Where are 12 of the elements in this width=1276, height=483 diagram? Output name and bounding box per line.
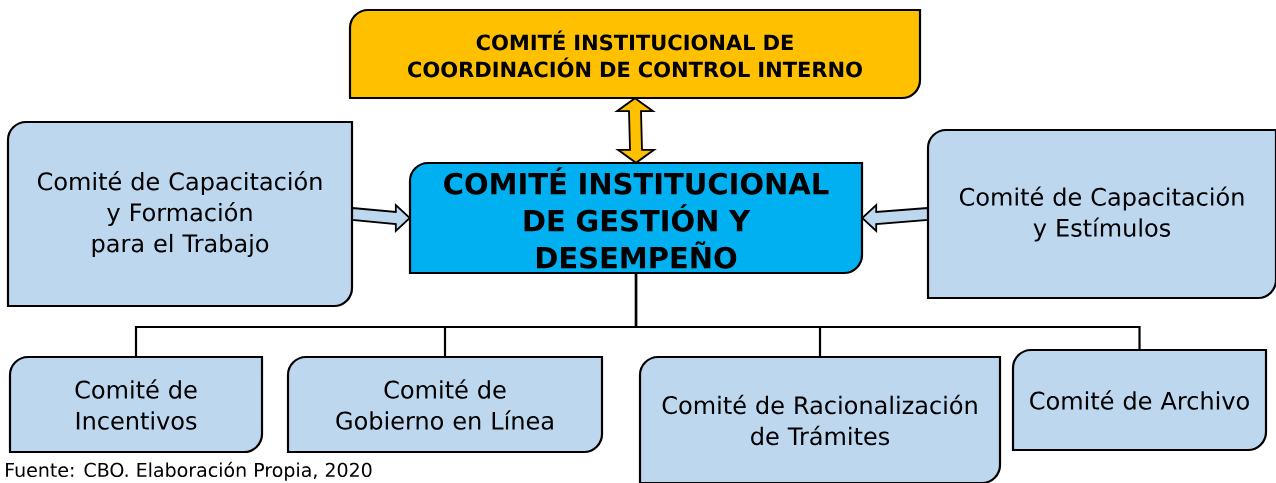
committee-box: Comité de Gobierno en Línea bbox=[286, 355, 604, 454]
block-arrow bbox=[351, 202, 412, 234]
committee-header-box: COMITÉ INSTITUCIONAL DE COORDINACIÓN DE CONTROL INTERNO bbox=[348, 8, 922, 100]
committee-header-box: COMITÉ INSTITUCIONAL DE GESTIÓN Y DESEMPEÑO bbox=[408, 161, 864, 275]
connector-line bbox=[634, 273, 1141, 350]
block-arrow bbox=[860, 202, 929, 234]
source-note: Fuente: CBO. Elaboración Propia, 2020 bbox=[6, 461, 372, 481]
committee-box: Comité de Capacitación y Estímulos bbox=[926, 128, 1276, 300]
committee-box: Comité de Incentivos bbox=[8, 355, 264, 454]
committee-box: Comité de Archivo bbox=[1011, 348, 1268, 452]
committee-box: Comité de Capacitación y Formación para el Trabajo bbox=[6, 120, 354, 308]
committee-box: Comité de Racionalización de Trámites bbox=[638, 355, 1002, 483]
